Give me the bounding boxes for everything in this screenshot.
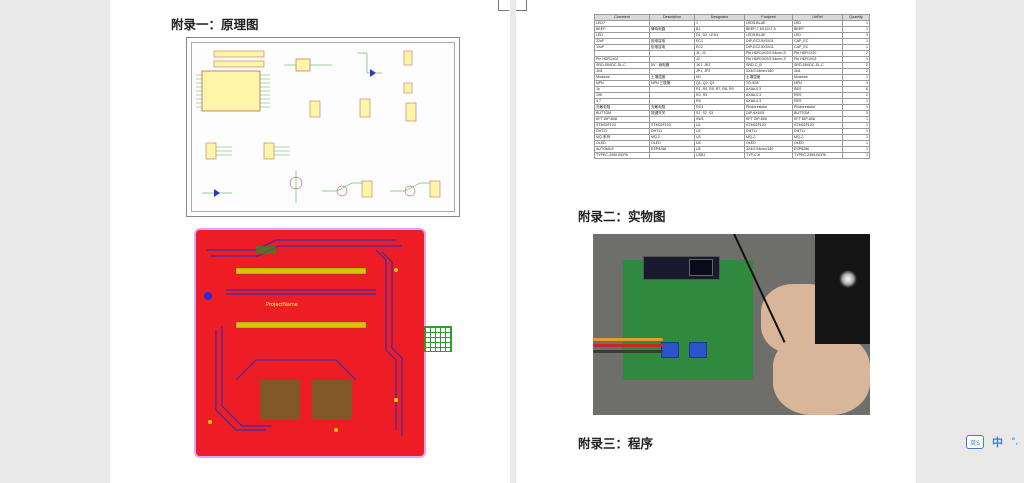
pcb-silkscreen-text: ProjectName <box>266 302 298 308</box>
schematic-frame <box>191 42 455 212</box>
document-page-left: 附录一：原理图 <box>110 0 510 483</box>
bom-cell: 1 <box>842 152 870 159</box>
ime-language-toggle[interactable]: 中 <box>992 436 1003 449</box>
document-page-right: Comment Description Designator Footprint… <box>516 0 916 483</box>
crop-mark <box>516 0 527 11</box>
ime-mode-badge[interactable]: 英S <box>966 435 984 449</box>
bom-cell <box>649 152 695 159</box>
phone-photo <box>815 234 870 344</box>
schematic-diagram <box>186 37 460 217</box>
hardware-photo <box>593 234 870 415</box>
wire-photo <box>593 338 663 341</box>
layer-grid-widget <box>424 326 452 352</box>
wire-photo <box>593 344 663 347</box>
hand-photo <box>773 334 870 415</box>
appendix-1-heading: 附录一：原理图 <box>171 17 259 32</box>
ime-punctuation-toggle[interactable]: °, <box>1011 437 1019 447</box>
appendix-3-heading: 附录三：程序 <box>578 436 654 451</box>
pcb-board-photo <box>623 260 753 380</box>
schematic-drawing <box>196 50 441 203</box>
pcb-layout: ProjectName <box>194 228 426 458</box>
ime-toolbar[interactable]: 英S 中 °, <box>966 434 1018 450</box>
appendix-2-heading: 附录二：实物图 <box>578 209 666 224</box>
bom-cell: TYP-C-6 <box>744 152 793 159</box>
oled-display-photo <box>689 259 713 276</box>
bom-table: Comment Description Designator Footprint… <box>594 14 870 159</box>
pcb-traces <box>204 239 403 436</box>
relay-photo <box>689 342 707 358</box>
bom-cell: USB1 <box>694 152 745 159</box>
light-glow-photo <box>839 270 857 288</box>
bom-cell: TYPEC-2300-BCPA <box>792 152 843 159</box>
relay-photo <box>661 342 679 358</box>
crop-mark <box>498 0 509 11</box>
bom-cell: TYPEC-2300-BCPA <box>594 152 650 159</box>
wire-photo <box>593 350 663 353</box>
